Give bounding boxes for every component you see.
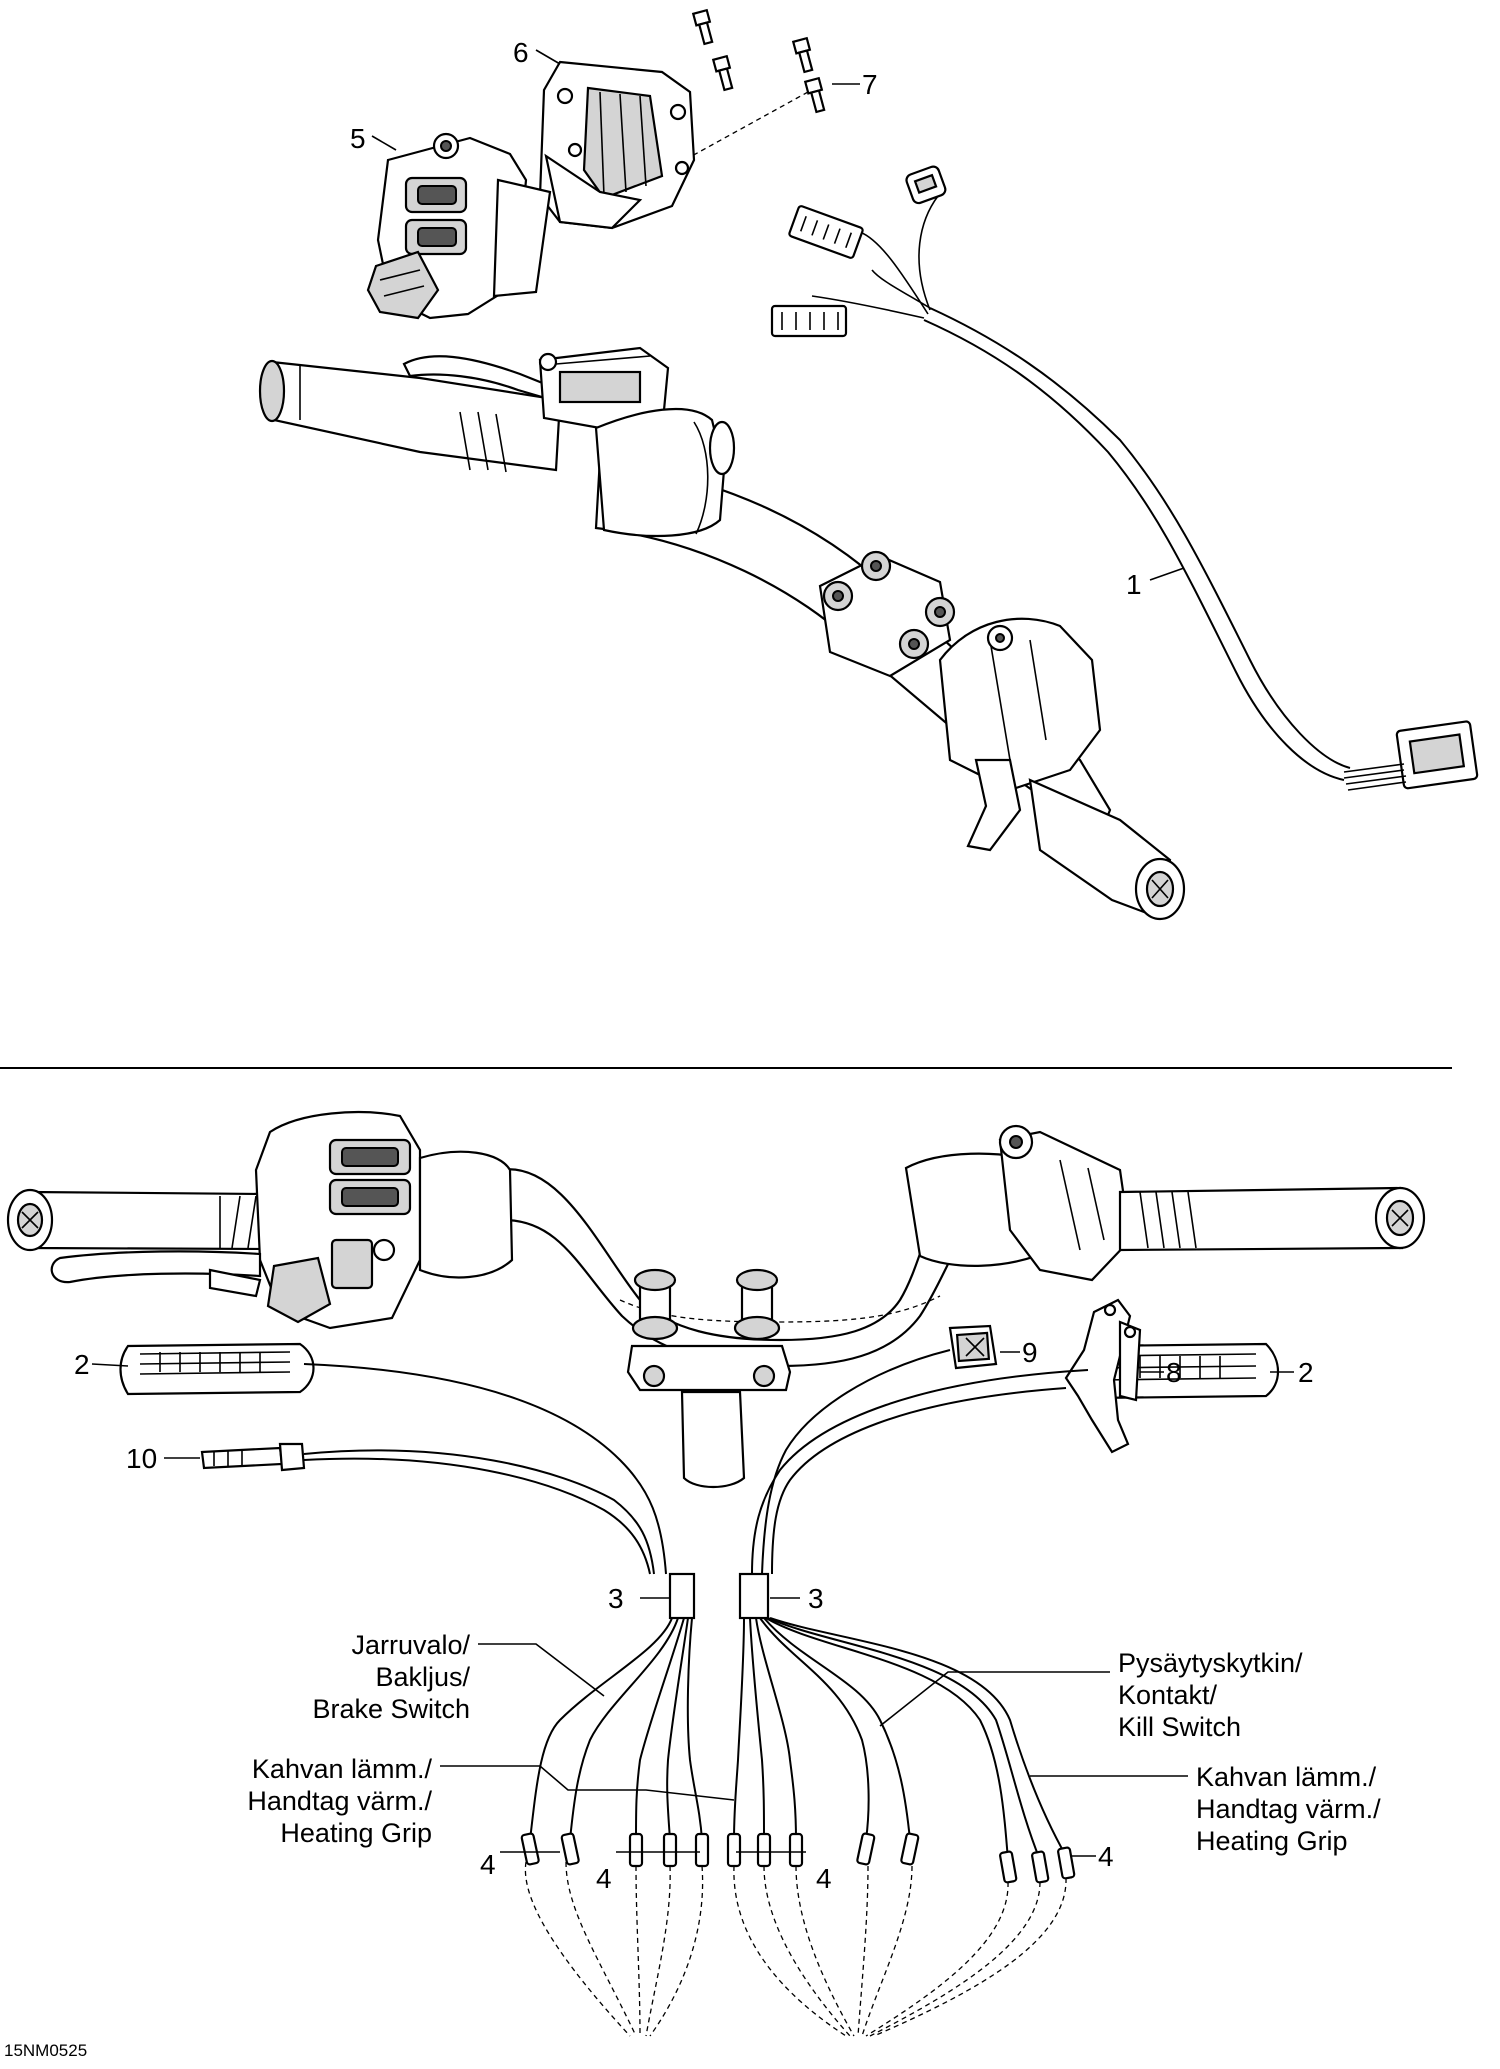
note-heating-grip-left: Kahvan lämm./ Handtag värm./ Heating Gri… bbox=[247, 1754, 735, 1848]
callout-10: 10 bbox=[126, 1443, 157, 1474]
callout-4-b: 4 bbox=[596, 1863, 612, 1894]
clamp-studs bbox=[626, 1268, 792, 1488]
svg-text:Kahvan lämm./: Kahvan lämm./ bbox=[252, 1754, 433, 1784]
svg-text:Jarruvalo/: Jarruvalo/ bbox=[351, 1630, 470, 1660]
svg-text:Handtag värm./: Handtag värm./ bbox=[1196, 1794, 1381, 1824]
note-kill-switch: Pysäytyskytkin/ Kontakt/ Kill Switch bbox=[879, 1648, 1303, 1742]
callout-4-a: 4 bbox=[480, 1849, 496, 1880]
callout-9: 9 bbox=[1022, 1337, 1038, 1368]
callout-3-left: 3 bbox=[608, 1583, 624, 1614]
svg-text:Kill Switch: Kill Switch bbox=[1118, 1712, 1241, 1742]
bracket-8 bbox=[1064, 1298, 1142, 1454]
figure-code: 15NM0525 bbox=[4, 2041, 87, 2060]
note-heating-grip-right: Kahvan lämm./ Handtag värm./ Heating Gri… bbox=[1030, 1762, 1381, 1856]
top-assembly-view: 7 6 5 bbox=[258, 8, 1479, 921]
heating-grip-element-2-left bbox=[119, 1342, 315, 1396]
callout-3-right: 3 bbox=[808, 1583, 824, 1614]
callout-7: 7 bbox=[862, 69, 878, 100]
callout-4-d: 4 bbox=[1098, 1841, 1114, 1872]
wiring-harness-1 bbox=[770, 165, 1479, 791]
svg-text:Handtag värm./: Handtag värm./ bbox=[247, 1786, 432, 1816]
svg-text:Bakljus/: Bakljus/ bbox=[375, 1662, 470, 1692]
note-brake-switch: Jarruvalo/ Bakljus/ Brake Switch bbox=[312, 1630, 605, 1724]
handlebar-bottom bbox=[6, 1111, 1426, 1488]
svg-text:Heating Grip: Heating Grip bbox=[280, 1818, 432, 1848]
handlebar-top bbox=[258, 346, 1186, 921]
callout-4-c: 4 bbox=[816, 1863, 832, 1894]
svg-text:Heating Grip: Heating Grip bbox=[1196, 1826, 1348, 1856]
screw-7 bbox=[691, 8, 826, 114]
sleeve-3-right bbox=[738, 1572, 770, 1620]
bottom-assembly-view: 2 2 10 9 8 bbox=[4, 1111, 1426, 2060]
callout-5: 5 bbox=[350, 123, 366, 154]
callout-2-left: 2 bbox=[74, 1349, 90, 1380]
callout-6: 6 bbox=[513, 37, 529, 68]
left-wire-bundle bbox=[529, 1617, 703, 1841]
right-wire-bundle bbox=[733, 1617, 1067, 1861]
svg-text:Kahvan lämm./: Kahvan lämm./ bbox=[1196, 1762, 1377, 1792]
kill-switch-9 bbox=[948, 1324, 998, 1370]
brake-switch-sensor-10 bbox=[200, 1442, 306, 1472]
connector-row-4 bbox=[520, 1832, 1076, 1884]
callout-1: 1 bbox=[1126, 569, 1142, 600]
switch-housing-cover-6 bbox=[538, 60, 696, 230]
sleeve-3-left bbox=[668, 1572, 696, 1620]
callout-8: 8 bbox=[1166, 1357, 1182, 1388]
svg-text:Kontakt/: Kontakt/ bbox=[1118, 1680, 1218, 1710]
switch-housing-5 bbox=[366, 132, 552, 320]
connection-dash-lines bbox=[524, 1861, 1067, 2037]
svg-text:Brake Switch: Brake Switch bbox=[312, 1694, 470, 1724]
svg-text:Pysäytyskytkin/: Pysäytyskytkin/ bbox=[1118, 1648, 1303, 1678]
callout-2-right: 2 bbox=[1298, 1357, 1314, 1388]
